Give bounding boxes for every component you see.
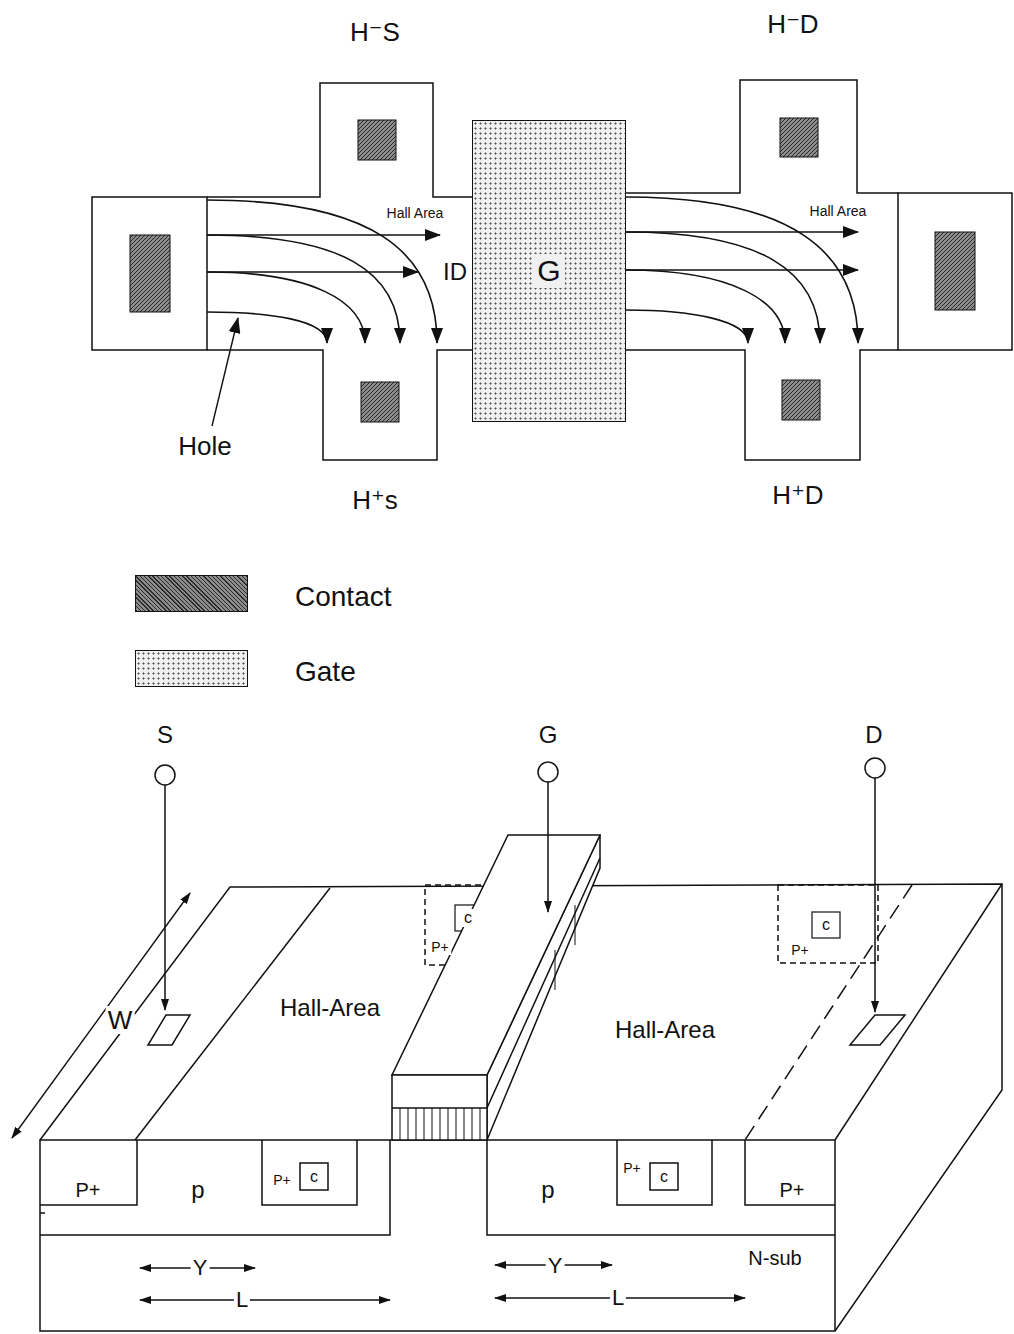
terminal-wire-part [538,762,558,782]
device-body-part [778,885,878,963]
current-arrow-part [626,310,748,343]
current-name: ID [441,259,469,285]
contact-pad [130,118,975,422]
current-arrow-part [207,200,437,343]
terminal-wire-part [865,758,885,778]
device-body-part [617,1140,712,1205]
doping-label: P+ [271,1172,293,1188]
dimension-label: W [106,1006,135,1034]
dimension-label: Y [191,1256,210,1280]
doping-label: P+ [73,1179,102,1201]
device-body-part [40,1212,45,1214]
dimension-arrow-part [140,1299,390,1300]
device-body-part [40,1140,137,1205]
device-body-part [148,1015,190,1045]
dimension-arrow [12,893,745,1300]
region-name: Hall-Area [613,1017,717,1043]
current-arrow-part [212,318,238,426]
device-body-part [40,1140,835,1331]
device-body-part [650,1163,678,1190]
terminal-wire [155,758,885,1012]
terminal-wire-part [164,785,166,1010]
carrier-callout: Hole [176,432,233,460]
contact-pad-part [361,382,399,422]
contact-pad-part [780,118,818,157]
device-body-part [812,912,840,938]
top-view-layout [92,80,1012,460]
contact-pad-part [935,232,975,310]
legend-swatch [135,650,248,687]
legend-swatch [135,575,248,612]
device-body-part [745,1140,835,1205]
device-body-part [262,1140,357,1205]
gate-stack-part [555,905,575,990]
gate-electrode: G [472,120,626,422]
device-body-part [850,1015,905,1045]
doping-label: P+ [789,942,811,958]
doping-label: P+ [621,1160,643,1176]
substrate-label: N-sub [746,1247,803,1269]
top-view-layout-part [898,193,1012,350]
hall-terminal-name: H⁺s [350,486,400,514]
gate-stack [392,835,600,1140]
contact-pad-part [130,235,170,312]
terminal-wire-part [155,765,175,785]
terminal-name: G [537,722,560,748]
terminal-name: D [863,722,884,748]
legend-text: Gate [295,658,356,686]
gate-stack-part [392,858,600,1108]
device-body-part [835,884,1002,1140]
top-view-layout-part [626,80,898,460]
terminal-name: S [155,722,175,748]
doping-label: P+ [777,1179,806,1201]
dimension-label: Y [546,1254,565,1278]
gate-stack-part [392,835,600,1075]
doping-label: p [539,1177,556,1203]
current-arrow-part [207,312,327,343]
current-arrow-part [207,272,365,343]
region-name: Hall Area [808,203,869,219]
device-body-part [300,1163,328,1190]
dimension-arrow-part [12,893,190,1138]
terminal-wire-part [874,778,876,1012]
terminal-wire-part [547,782,549,912]
doping-label: p [189,1177,206,1203]
top-view-layout-part [92,197,207,350]
contact-label: c [820,916,832,934]
gate-label: G [533,254,564,288]
hall-terminal-name: H⁻D [765,10,820,38]
device-body-part [487,1140,835,1235]
contact-label: c [462,909,474,927]
gate-stack-part [400,1108,480,1140]
top-view-layout-part [207,83,472,460]
contact-label: c [658,1168,670,1186]
hall-terminal-name: H⁻S [348,18,402,46]
contact-pad-part [782,380,820,420]
hall-terminal-name: H⁺D [770,481,825,509]
current-arrow-part [626,232,820,343]
device-body-part [40,1140,390,1235]
region-name: Hall-Area [278,995,382,1021]
doping-label: P+ [429,939,451,955]
current-arrow-part [626,270,785,343]
legend-text: Contact [295,583,392,611]
contact-label: c [308,1168,320,1186]
region-name: Hall Area [385,205,446,221]
device-body-part [745,885,912,1140]
contact-pad-part [358,120,396,160]
dimension-label: L [610,1286,626,1310]
dimension-label: L [234,1288,250,1312]
